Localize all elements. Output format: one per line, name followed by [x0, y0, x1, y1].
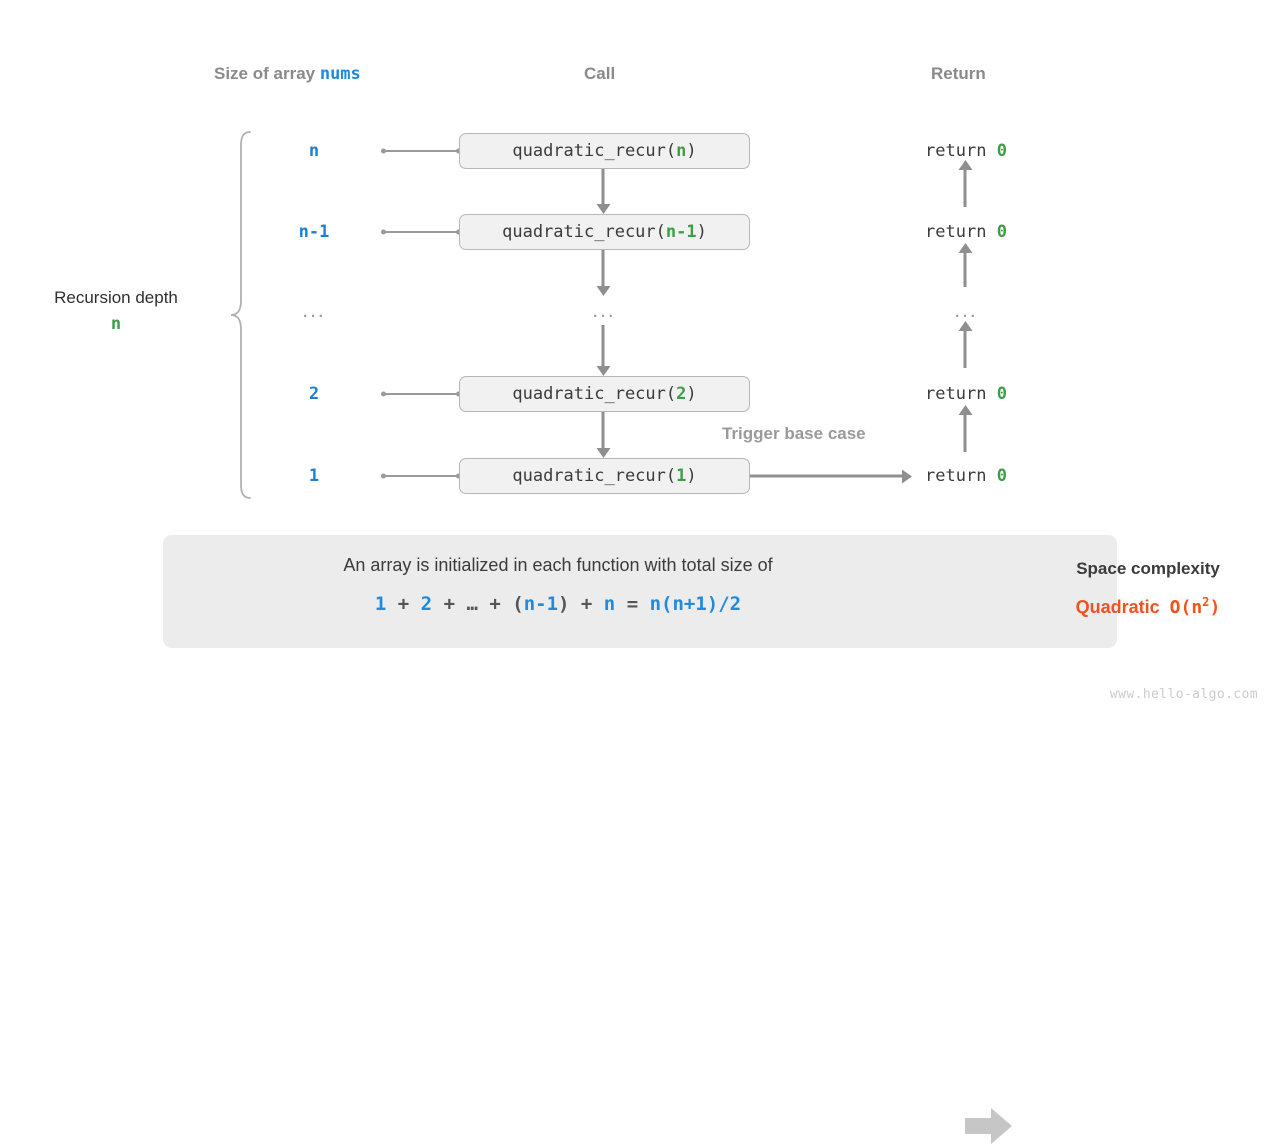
base-case-arrow	[750, 474, 902, 478]
formula-term-n: n	[603, 592, 616, 615]
space-complexity-bigo: O(n	[1169, 597, 1203, 618]
call-arrow-dots-to-4	[601, 325, 605, 367]
call-box-argument: n	[676, 141, 687, 161]
return-value-row-4: return 0	[901, 384, 1031, 404]
column-header-size-text: Size of array	[214, 64, 320, 83]
trigger-base-case-label: Trigger base case	[722, 424, 866, 443]
call-box-prefix: quadratic_recur(	[512, 384, 677, 404]
return-keyword: return	[925, 466, 997, 486]
call-arrow-2-to-dots	[601, 250, 605, 287]
call-box-suffix: )	[686, 141, 697, 161]
call-box-row-4[interactable]: quadratic_recur(2)	[459, 376, 750, 412]
summary-description: An array is initialized in each function…	[343, 555, 773, 575]
return-arrow-dots-to-2	[963, 252, 967, 287]
return-value-row-5: return 0	[901, 466, 1031, 486]
call-box-suffix: )	[696, 222, 707, 242]
column-header-return: Return	[931, 64, 986, 83]
return-literal: 0	[996, 222, 1007, 242]
return-keyword: return	[925, 384, 997, 404]
call-box-prefix: quadratic_recur(	[502, 222, 666, 242]
recursion-depth-label: Recursion depth n	[28, 285, 204, 338]
formula-ellipsis: …	[466, 592, 478, 615]
call-box-prefix: quadratic_recur(	[512, 466, 677, 486]
column-header-nums-token: nums	[319, 64, 361, 84]
call-box-row-5[interactable]: quadratic_recur(1)	[459, 458, 750, 494]
recursion-depth-value: n	[110, 314, 122, 335]
space-complexity-word: Quadratic	[1075, 597, 1160, 617]
call-box-argument: n-1	[665, 222, 697, 242]
return-arrow-2-to-1	[963, 169, 967, 207]
space-complexity-exponent: 2	[1202, 595, 1210, 609]
return-column-ellipsis: ...	[954, 299, 978, 322]
summary-right-column: Space complexity Quadratic O(n2)	[1018, 559, 1278, 618]
formula-op-3: +	[477, 592, 513, 615]
formula-op-2: +	[432, 592, 467, 615]
summary-left-column: An array is initialized in each function…	[163, 555, 953, 615]
watermark: www.hello-algo.com	[1109, 687, 1258, 702]
call-arrow-1-to-2	[601, 169, 605, 205]
return-value-row-1: return 0	[901, 141, 1031, 161]
connector-line-row-5	[383, 475, 459, 477]
formula-paren-open: (	[512, 592, 524, 615]
return-literal: 0	[996, 466, 1007, 486]
space-complexity-title: Space complexity	[1076, 559, 1220, 578]
column-header-size: Size of array nums	[214, 64, 361, 84]
summary-panel: An array is initialized in each function…	[163, 535, 1220, 1144]
column-header-call: Call	[584, 64, 616, 83]
formula-op-1: +	[386, 592, 421, 615]
recursion-depth-text: Recursion depth	[54, 288, 178, 307]
connector-line-row-2	[383, 231, 459, 233]
call-box-argument: 1	[676, 466, 687, 486]
formula-equals: =	[615, 592, 650, 615]
return-keyword: return	[925, 141, 997, 161]
return-value-row-2: return 0	[901, 222, 1031, 242]
call-column-ellipsis: ...	[592, 299, 616, 322]
space-complexity-value: Quadratic O(n2)	[1018, 595, 1278, 618]
summary-formula: 1 + 2 + … + (n-1) + n = n(n+1)/2	[163, 593, 953, 615]
call-box-row-2[interactable]: quadratic_recur(n-1)	[459, 214, 750, 250]
call-box-prefix: quadratic_recur(	[512, 141, 677, 161]
call-box-argument: 2	[676, 384, 687, 404]
call-arrow-4-to-5	[601, 412, 605, 449]
call-box-row-1[interactable]: quadratic_recur(n)	[459, 133, 750, 169]
return-keyword: return	[925, 222, 997, 242]
formula-term-n-minus-1: n-1	[523, 592, 559, 615]
call-box-suffix: )	[686, 384, 697, 404]
size-value-ellipsis: ...	[302, 299, 326, 322]
call-box-suffix: )	[686, 466, 697, 486]
formula-paren-close: )	[558, 592, 570, 615]
connector-line-row-1	[383, 150, 459, 152]
space-complexity-close-paren: )	[1209, 597, 1221, 618]
right-arrow-icon	[965, 1108, 1012, 1144]
size-value-row-1: n	[308, 141, 320, 161]
size-value-row-2: n-1	[298, 222, 330, 242]
return-literal: 0	[996, 141, 1007, 161]
return-literal: 0	[996, 384, 1007, 404]
connector-line-row-4	[383, 393, 459, 395]
formula-op-4: +	[569, 592, 604, 615]
formula-result: n(n+1)/2	[649, 592, 742, 615]
formula-term-1: 1	[374, 592, 387, 615]
size-value-row-5: 1	[308, 466, 320, 486]
return-arrow-4-to-dots	[963, 330, 967, 368]
curly-brace-icon	[230, 131, 251, 499]
return-arrow-5-to-4	[963, 414, 967, 452]
size-value-row-4: 2	[308, 384, 320, 404]
formula-term-2: 2	[420, 592, 433, 615]
